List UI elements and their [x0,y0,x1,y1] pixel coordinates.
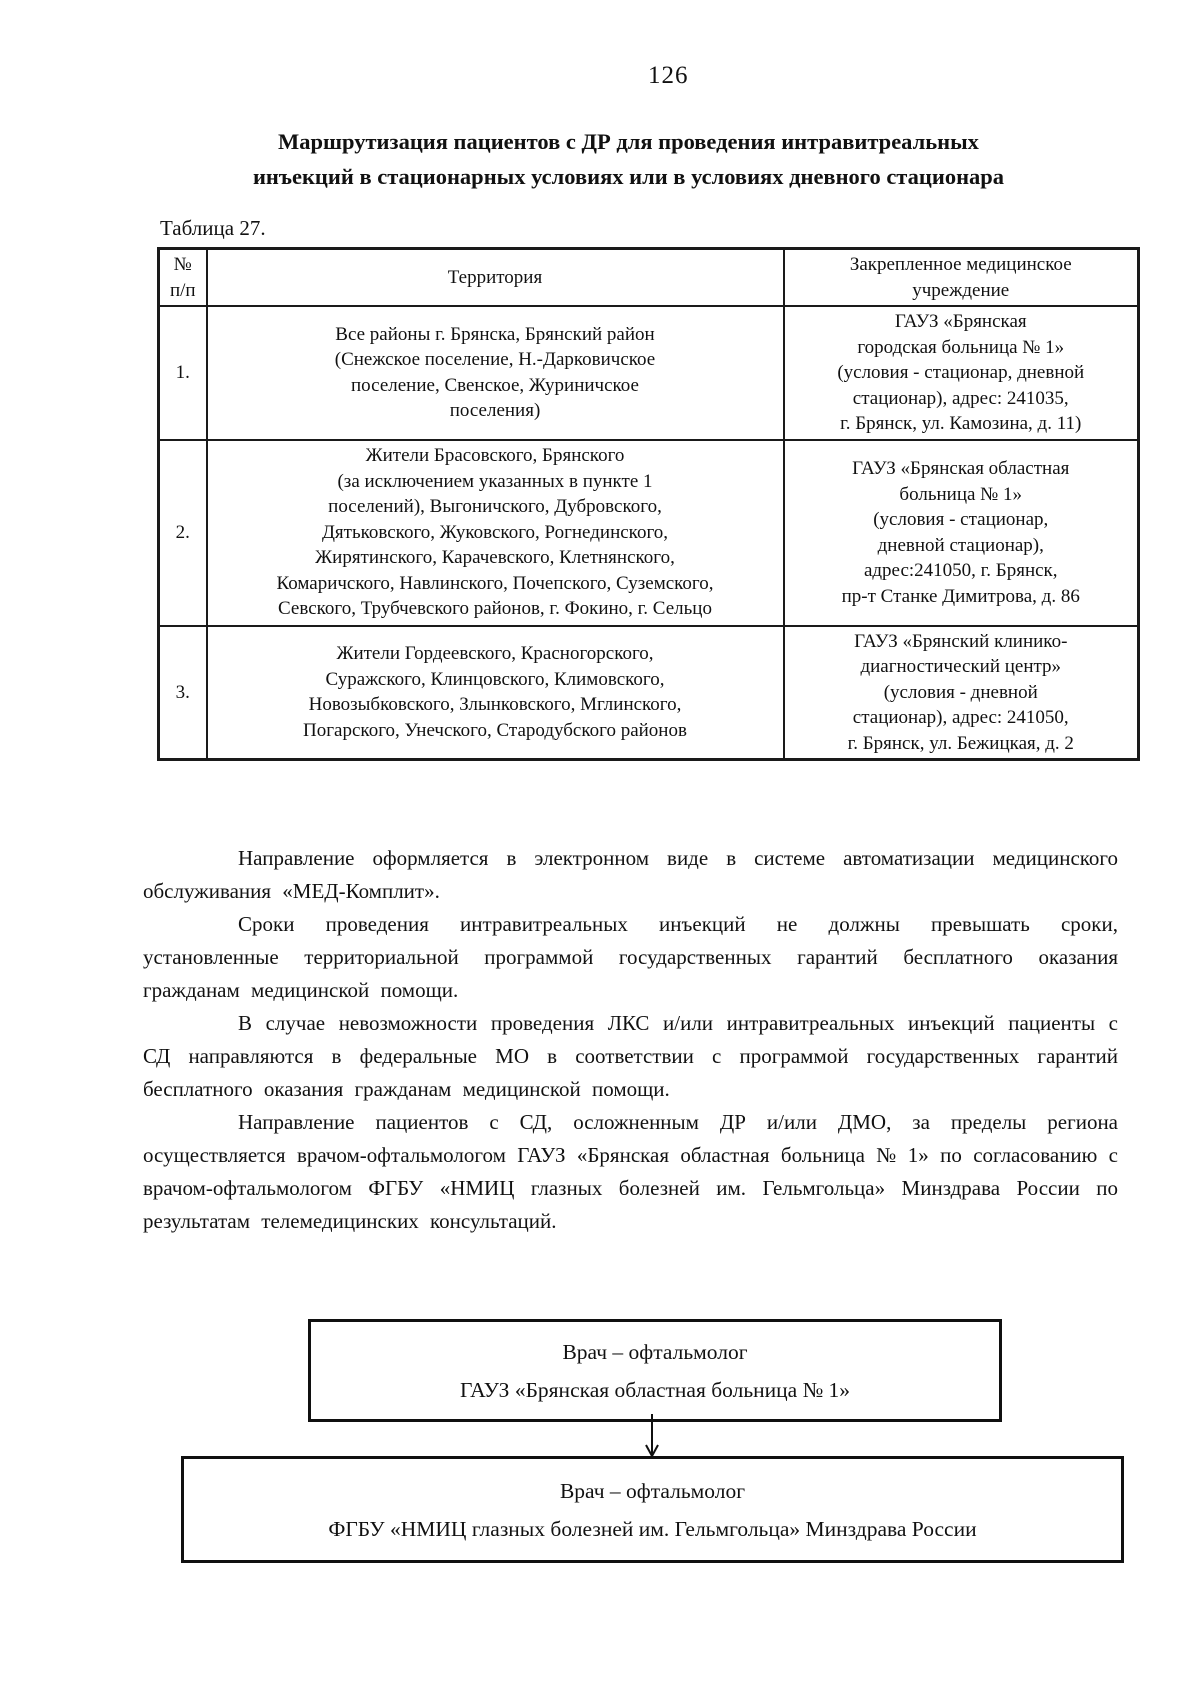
paragraph: Сроки проведения интравитреальных инъекц… [143,912,1118,1002]
territory-cell: Жители Гордеевского, Красногорского, Сур… [205,624,785,761]
paragraph: Направление оформляется в электронном ви… [143,846,1118,903]
table-row: 3. Жители Гордеевского, Красногорского, … [157,624,1140,761]
table-caption: Таблица 27. [160,216,266,240]
table-row: 2. Жители Брасовского, Брянского (за иск… [157,438,1140,627]
table-row: 1. Все районы г. Брянска, Брянский район… [157,305,1140,441]
document-title: Маршрутизация пациентов с ДР для проведе… [252,129,1005,189]
flowchart-box-federal-ophthalmologist: Врач – офтальмолог ФГБУ «НМИЦ глазных бо… [181,1456,1124,1563]
flowchart-box-regional-ophthalmologist: Врач – офтальмолог ГАУЗ «Брянская област… [308,1319,1002,1422]
row-number-cell: 3. [157,624,208,761]
page-number: 126 [648,62,689,89]
col-header-num: № п/п [157,247,208,307]
institution-cell: ГАУЗ «Брянская городская больница № 1» (… [782,305,1140,441]
col-header-territory: Территория [205,247,785,307]
table-header-row: № п/п Территория Закрепленное медицинско… [157,247,1140,307]
territory-cell: Все районы г. Брянска, Брянский район (С… [205,305,785,441]
row-number-cell: 2. [157,438,208,627]
col-header-institution: Закрепленное медицинское учреждение [782,247,1140,307]
paragraph: Направление пациентов с СД, осложненным … [143,1110,1118,1233]
body-text: Направление оформляется в электронном ви… [143,842,1118,1238]
routing-table: № п/п Территория Закрепленное медицинско… [157,247,1140,761]
territory-cell: Жители Брасовского, Брянского (за исключ… [205,438,785,627]
down-arrow-icon [638,1414,666,1459]
row-number-cell: 1. [157,305,208,441]
paragraph: В случае невозможности проведения ЛКС и/… [143,1011,1118,1101]
institution-cell: ГАУЗ «Брянский клинико- диагностический … [782,624,1140,761]
institution-cell: ГАУЗ «Брянская областная больница № 1» (… [782,438,1140,627]
